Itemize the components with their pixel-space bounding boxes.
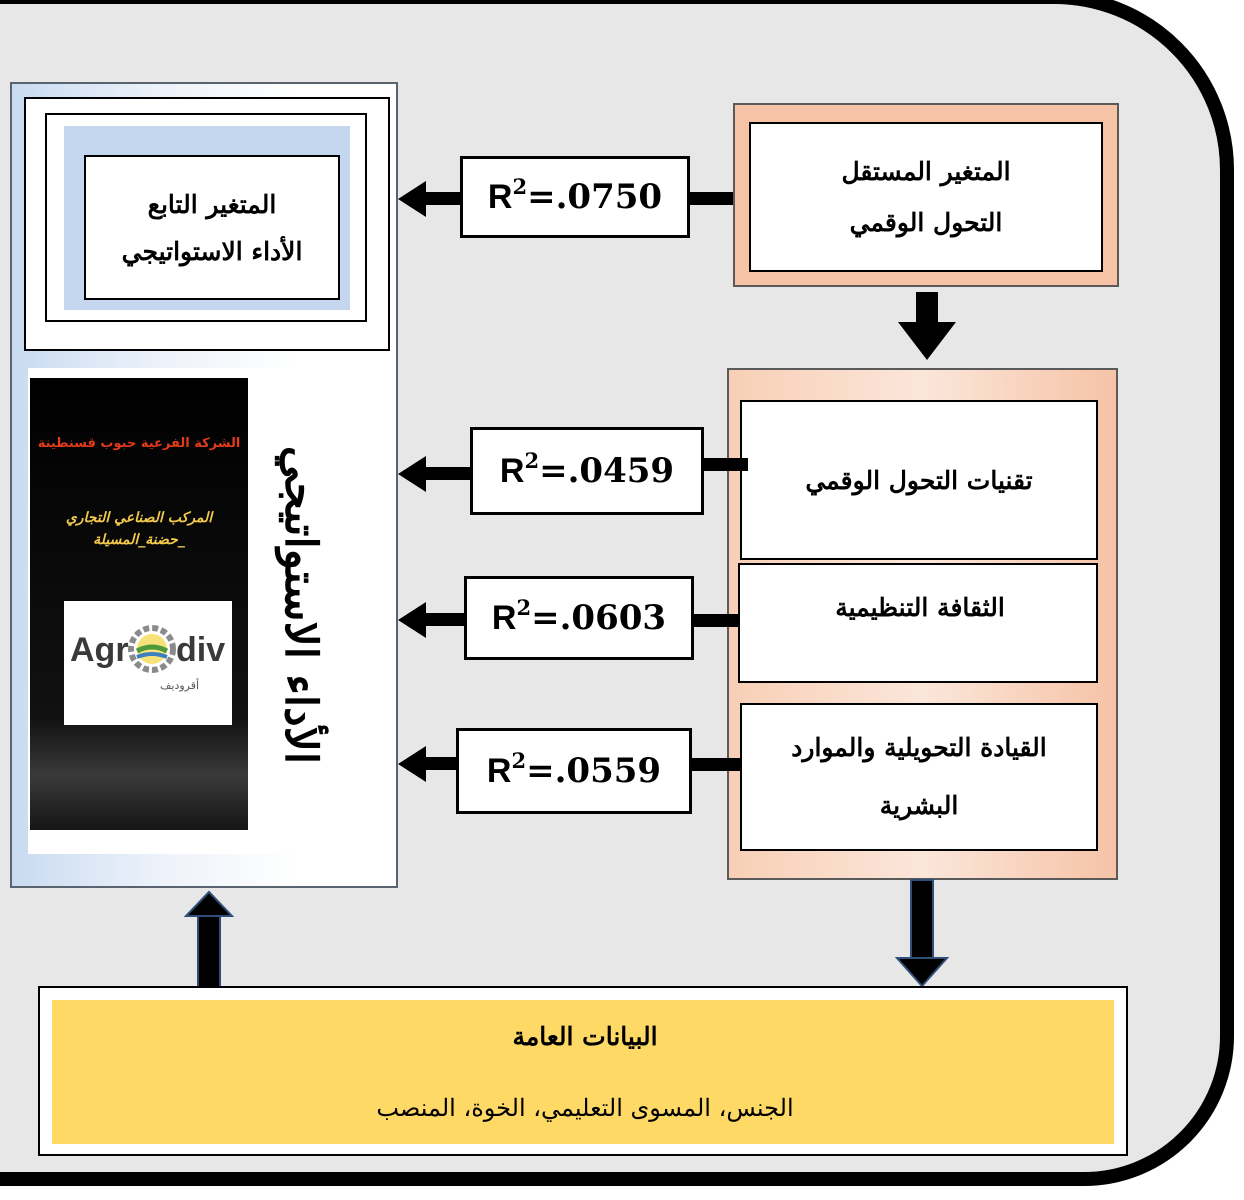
r-squared-exponent: 2 xyxy=(512,174,528,199)
r-squared-symbol: R xyxy=(487,178,513,216)
connector-line xyxy=(702,458,748,471)
company-name: الشركة الفرعية حبوب قسنطينة xyxy=(37,436,241,451)
r-squared-exponent: 2 xyxy=(524,448,540,473)
company-complex: المركب الصناعي التجاري xyxy=(65,510,213,526)
r-squared-box: R2=.0603 xyxy=(464,576,694,660)
r-squared-exponent: 2 xyxy=(511,748,527,773)
dimension-label-technologies: تقنيات التحول الوقمي xyxy=(805,465,1033,495)
general-data-box: البيانات العامة الجنس، المسوى التعليمي، … xyxy=(38,986,1128,1156)
arrow-up-icon xyxy=(183,890,235,991)
r-squared-symbol: R xyxy=(491,599,517,637)
vertical-label: الأداء الاستواتيجي xyxy=(275,445,326,765)
connector-line xyxy=(692,614,740,627)
general-data-title: البيانات العامة xyxy=(512,1022,658,1051)
r-squared-box: R2=.0459 xyxy=(470,427,704,515)
r-squared-box: R2=.0750 xyxy=(460,156,690,238)
r-squared-value: =.0603 xyxy=(531,598,667,638)
logo-text-right: div xyxy=(176,631,226,669)
r-squared-value: =.0559 xyxy=(526,751,662,791)
r-squared-value: =.0459 xyxy=(539,451,675,491)
dimension-box-leadership: القيادة التحويلية والموارد البشرية xyxy=(740,703,1098,851)
independent-variable-label-box: المتغير المستقل التحول الوقمي xyxy=(749,122,1103,272)
arrow-down-icon xyxy=(894,879,950,988)
logo-subtitle: أقروديف xyxy=(160,679,200,692)
arrow-left-icon xyxy=(398,181,462,217)
dimension-box-technologies: تقنيات التحول الوقمي xyxy=(740,400,1098,560)
general-data-fill xyxy=(52,1000,1114,1144)
r-squared-value: =.0750 xyxy=(527,177,663,217)
r-squared-box: R2=.0559 xyxy=(456,728,692,814)
agrodiv-logo: Agr div أقروديف xyxy=(64,601,232,725)
independent-variable-title: المتغير المستقل xyxy=(841,157,1011,186)
arrow-down-icon xyxy=(898,292,956,360)
company-image: الشركة الفرعية حبوب قسنطينة المركب الصنا… xyxy=(30,378,248,830)
dimension-label-culture: الثقافة التنظيمية xyxy=(835,593,1005,622)
arrow-left-icon xyxy=(398,746,458,782)
dimension-label-leadership: القيادة التحويلية والموارد البشرية xyxy=(791,733,1047,820)
independent-variable-name: التحول الوقمي xyxy=(849,208,1003,237)
logo-gear-icon xyxy=(128,625,176,673)
dimension-box-culture: الثقافة التنظيمية xyxy=(738,563,1098,683)
arrow-left-icon xyxy=(398,456,472,492)
connector-line xyxy=(688,192,733,205)
general-data-items: الجنس، المسوى التعليمي، الخوة، المنصب xyxy=(376,1094,794,1122)
dependent-variable-title: المتغير التابع xyxy=(147,189,277,219)
arrow-left-icon xyxy=(398,602,466,638)
r-squared-symbol: R xyxy=(486,752,512,790)
company-location: _حضنة_المسيلة xyxy=(93,532,185,548)
dependent-variable-name: الأداء الاستواتيجي xyxy=(121,236,303,266)
dependent-variable-label-box: المتغير التابع الأداء الاستواتيجي xyxy=(84,155,340,300)
logo-text-left: Agr xyxy=(70,631,129,669)
r-squared-symbol: R xyxy=(499,452,525,490)
r-squared-exponent: 2 xyxy=(516,595,532,620)
connector-line xyxy=(690,758,740,771)
